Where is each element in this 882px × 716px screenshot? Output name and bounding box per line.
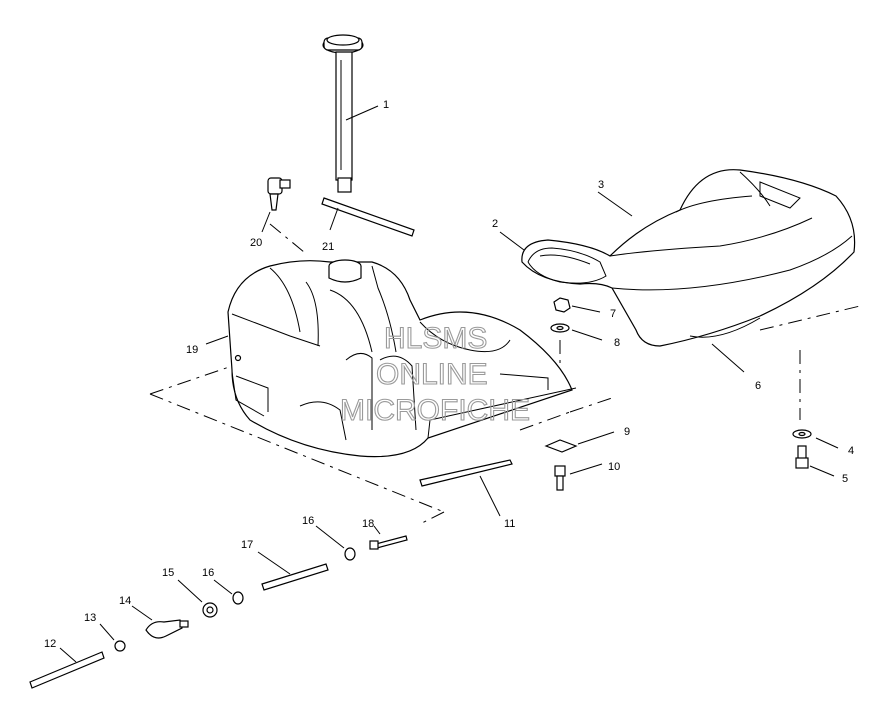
callout-17: 17: [241, 539, 253, 551]
vent-fitting: [267, 177, 291, 211]
vent-hose: [321, 197, 415, 237]
clamp-upper: [344, 547, 356, 561]
callout-1: 1: [383, 99, 389, 111]
leader-lines: [59, 105, 839, 663]
filter: [202, 602, 218, 618]
callout-16a: 16: [202, 567, 214, 579]
seat-assembly: [521, 169, 856, 347]
bolt-lower: [554, 465, 566, 491]
callout-labels: 1 2 3 4 5 6 7 8 9 10 11 12 13 14 15 16 1…: [44, 99, 854, 650]
fuel-line-upper: [261, 563, 329, 591]
watermark-line-3: MICROFICHE: [340, 394, 530, 427]
callout-6: 6: [755, 380, 761, 392]
fuel-valve: [145, 619, 189, 639]
plate: [544, 439, 578, 453]
nut: [553, 297, 571, 313]
callout-21: 21: [322, 241, 334, 253]
callout-13: 13: [84, 612, 96, 624]
fitting: [369, 535, 408, 550]
callout-18: 18: [362, 518, 374, 530]
watermark-line-1: HLSMS: [384, 322, 487, 355]
callout-3: 3: [598, 179, 604, 191]
strap: [419, 459, 513, 487]
callout-11: 11: [504, 518, 515, 530]
clamp-middle: [232, 591, 244, 605]
callout-19: 19: [186, 344, 198, 356]
fuel-line-lower: [29, 651, 105, 689]
callout-7: 7: [610, 308, 616, 320]
callout-12: 12: [44, 638, 56, 650]
callout-10: 10: [608, 461, 620, 473]
watermark-line-2: ONLINE: [376, 358, 488, 391]
bolt-right: [795, 445, 809, 469]
fuel-tank: [227, 259, 577, 458]
callout-8: 8: [614, 337, 620, 349]
fuel-gauge-sender: [322, 34, 364, 193]
callout-15: 15: [162, 567, 174, 579]
callout-16b: 16: [302, 515, 314, 527]
clamp-lower: [114, 640, 126, 652]
washer-right: [792, 429, 812, 439]
callout-5: 5: [842, 473, 848, 485]
callout-9: 9: [624, 426, 630, 438]
callout-20: 20: [250, 237, 262, 249]
watermark: HLSMS ONLINE MICROFICHE: [339, 321, 530, 427]
callout-2: 2: [492, 218, 498, 230]
callout-4: 4: [848, 445, 854, 457]
reference-lines: [149, 223, 861, 525]
callout-14: 14: [119, 595, 131, 607]
washer-upper: [550, 323, 570, 333]
